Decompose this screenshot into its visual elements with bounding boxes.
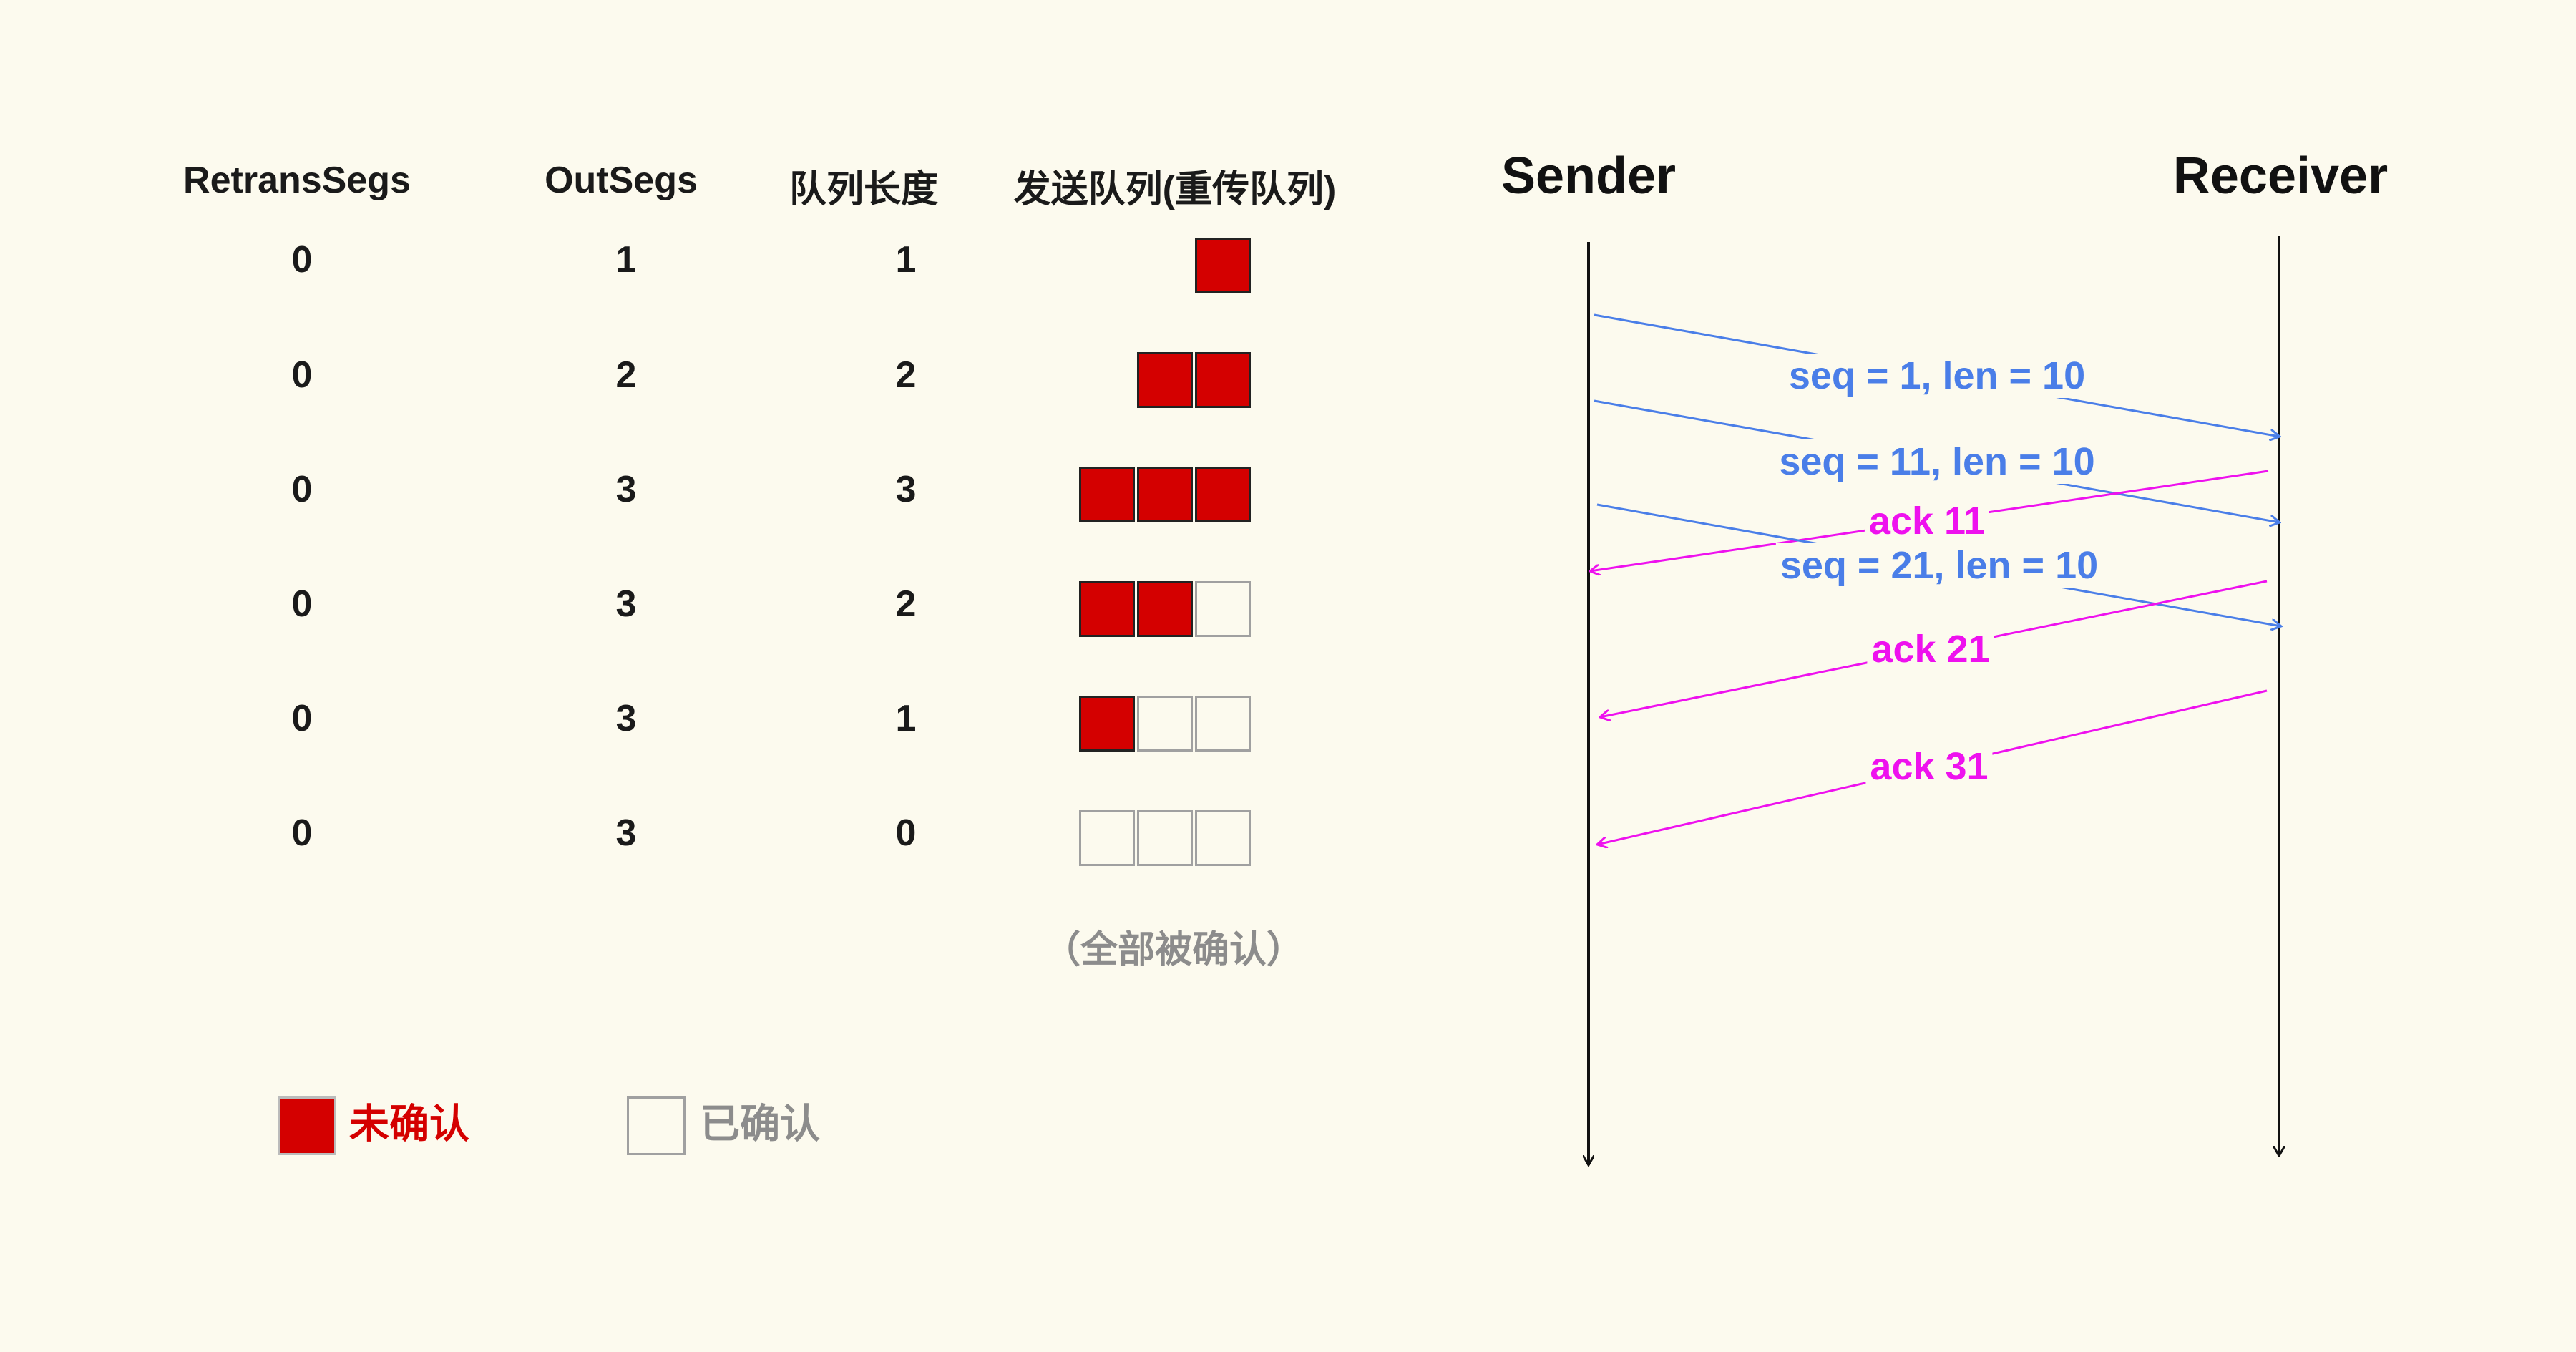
cell-out: 3 bbox=[615, 698, 637, 739]
queue-segment-unacked bbox=[1079, 581, 1135, 637]
legend-unacked-swatch bbox=[278, 1096, 336, 1155]
header-queue-length: 队列长度 bbox=[789, 169, 939, 210]
queue-segment-acked bbox=[1079, 810, 1135, 866]
queue-segment-acked bbox=[1195, 810, 1251, 866]
cell-retrans: 0 bbox=[291, 698, 313, 739]
segment-label: seq = 1, len = 10 bbox=[1784, 354, 2090, 398]
queue-segment-acked bbox=[1195, 696, 1251, 752]
ack-label: ack 11 bbox=[1864, 499, 1990, 543]
receiver-label: Receiver bbox=[2172, 147, 2389, 205]
all-acked-note: （全部被确认） bbox=[1043, 929, 1304, 971]
cell-out: 3 bbox=[615, 812, 637, 854]
queue-segment-unacked bbox=[1195, 352, 1251, 408]
header-outsegs: OutSegs bbox=[545, 160, 698, 201]
cell-len: 1 bbox=[895, 239, 917, 281]
cell-len: 2 bbox=[895, 583, 917, 625]
segment-label: seq = 21, len = 10 bbox=[1775, 543, 2103, 588]
legend-acked-label: 已确认 bbox=[700, 1101, 820, 1147]
cell-out: 3 bbox=[615, 469, 637, 510]
cell-len: 0 bbox=[895, 812, 917, 854]
queue-segment-unacked bbox=[1079, 467, 1135, 522]
cell-retrans: 0 bbox=[291, 583, 313, 625]
ack-label: ack 21 bbox=[1867, 627, 1994, 671]
cell-len: 3 bbox=[895, 469, 917, 510]
queue-segment-unacked bbox=[1079, 696, 1135, 752]
cell-retrans: 0 bbox=[291, 469, 313, 510]
queue-segment-acked bbox=[1195, 581, 1251, 637]
header-retranssegs: RetransSegs bbox=[183, 160, 411, 201]
header-send-queue: 发送队列(重传队列) bbox=[1013, 169, 1337, 210]
ack-label: ack 31 bbox=[1865, 744, 1993, 789]
cell-len: 2 bbox=[895, 354, 917, 396]
queue-segment-acked bbox=[1137, 810, 1193, 866]
queue-segment-unacked bbox=[1137, 467, 1193, 522]
cell-retrans: 0 bbox=[291, 812, 313, 854]
sender-label: Sender bbox=[1501, 147, 1677, 205]
cell-retrans: 0 bbox=[291, 354, 313, 396]
legend-acked-swatch bbox=[627, 1096, 686, 1155]
cell-out: 2 bbox=[615, 354, 637, 396]
queue-segment-unacked bbox=[1195, 467, 1251, 522]
queue-segment-acked bbox=[1137, 696, 1193, 752]
segment-label: seq = 11, len = 10 bbox=[1775, 439, 2099, 484]
cell-len: 1 bbox=[895, 698, 917, 739]
legend-unacked-label: 未确认 bbox=[349, 1101, 469, 1147]
cell-out: 3 bbox=[615, 583, 637, 625]
queue-segment-unacked bbox=[1195, 238, 1251, 293]
queue-segment-unacked bbox=[1137, 352, 1193, 408]
cell-retrans: 0 bbox=[291, 239, 313, 281]
queue-segment-unacked bbox=[1137, 581, 1193, 637]
cell-out: 1 bbox=[615, 239, 637, 281]
